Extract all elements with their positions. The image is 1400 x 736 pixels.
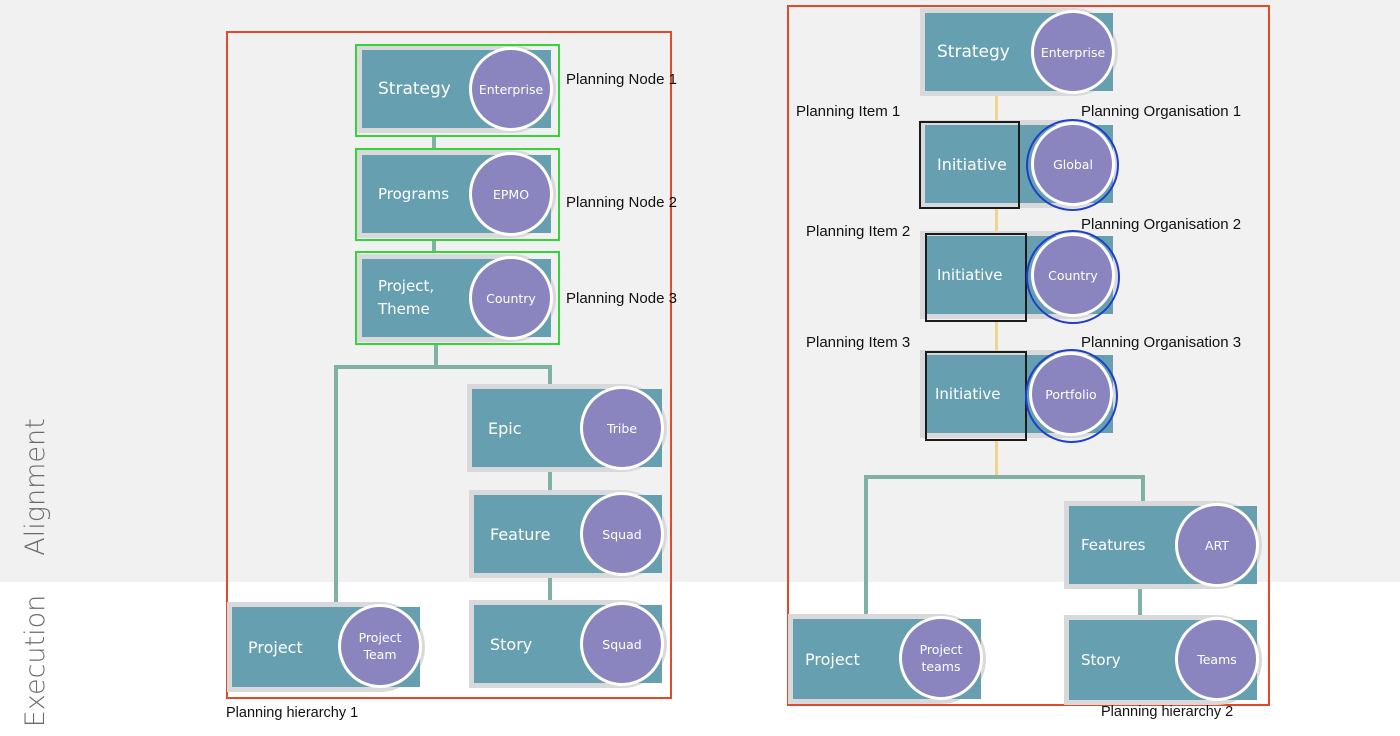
alignment-label: Alignment	[20, 418, 51, 556]
h1-connector	[434, 343, 438, 367]
node-label: Strategy	[937, 41, 1010, 62]
h1-connector	[334, 365, 338, 603]
h2-strategy-node[interactable]: Strategy Enterprise	[920, 8, 1118, 96]
owner-circle: Enterprise	[469, 47, 553, 131]
node-label: Strategy	[378, 78, 451, 99]
hierarchy1-caption: Planning hierarchy 1	[226, 705, 359, 721]
owner-circle: Enterprise	[1031, 10, 1115, 94]
planning-organisation-3-highlight	[1025, 349, 1118, 443]
owner-circle: Tribe	[580, 386, 664, 470]
owner-circle: Country	[469, 256, 553, 340]
node-label: Feature	[490, 524, 551, 544]
h1-project-node[interactable]: Project Project Team	[227, 602, 425, 692]
owner-circle: Teams	[1175, 617, 1259, 701]
planning-node-3-label: Planning Node 3	[566, 290, 677, 307]
h2-connector	[1138, 588, 1142, 616]
h1-connector	[548, 470, 552, 494]
node-label: Project	[805, 649, 860, 669]
planning-item-1-highlight	[919, 121, 1020, 209]
h2-connector	[995, 208, 998, 232]
planning-node-1-highlight	[355, 44, 560, 137]
h1-connector	[432, 136, 436, 150]
execution-label: Execution	[20, 594, 51, 728]
node-label: Project, Theme	[378, 277, 435, 318]
owner-circle: Project teams	[899, 616, 983, 700]
h1-connector	[334, 365, 552, 369]
planning-node-2-label: Planning Node 2	[566, 194, 677, 211]
h1-strategy-node[interactable]: Strategy Enterprise	[357, 45, 556, 133]
planning-item-3-highlight	[925, 351, 1027, 441]
h1-connector	[548, 365, 552, 387]
h2-connector	[864, 475, 1145, 479]
node-label: Initiative	[937, 154, 1007, 174]
planning-organisation-3-label: Planning Organisation 3	[1081, 334, 1242, 351]
planning-organisation-1-highlight	[1026, 119, 1119, 211]
h2-connector	[995, 96, 998, 120]
planning-organisation-2-label: Planning Organisation 2	[1081, 216, 1242, 233]
h1-feature-node[interactable]: Feature Squad	[469, 490, 667, 578]
h2-features-node[interactable]: Features ART	[1064, 501, 1262, 589]
node-label: Epic	[488, 418, 522, 438]
owner-circle: EPMO	[469, 152, 553, 236]
owner-circle: ART	[1175, 503, 1259, 587]
planning-node-3-highlight	[355, 251, 560, 345]
h2-connector	[995, 322, 998, 350]
node-label: Programs	[378, 184, 450, 203]
h1-project-theme-node[interactable]: Project, Theme Country	[357, 254, 556, 342]
hierarchy1-frame	[226, 31, 672, 699]
node-label: Initiative	[937, 265, 1003, 284]
h2-connector	[1141, 475, 1145, 505]
owner-circle: Squad	[580, 602, 664, 686]
planning-item-3-label: Planning Item 3	[806, 334, 911, 351]
node-label: Initiative	[935, 384, 1001, 403]
h1-story-node[interactable]: Story Squad	[469, 600, 667, 688]
h2-project-node[interactable]: Project Project teams	[788, 614, 986, 704]
hierarchy2-caption: Planning hierarchy 2	[1101, 704, 1234, 720]
planning-node-1-label: Planning Node 1	[566, 71, 677, 88]
h1-epic-node[interactable]: Epic Tribe	[467, 384, 667, 472]
h2-story-node[interactable]: Story Teams	[1064, 615, 1262, 705]
planning-item-2-label: Planning Item 2	[806, 223, 911, 240]
owner-circle: Project Team	[338, 604, 422, 688]
node-label: Project	[248, 637, 303, 657]
h1-programs-node[interactable]: Programs EPMO	[357, 150, 556, 238]
h2-connector	[864, 475, 868, 615]
node-label: Features	[1081, 535, 1146, 554]
owner-circle: Squad	[580, 492, 664, 576]
node-label: Story	[490, 634, 533, 654]
planning-item-1-label: Planning Item 1	[796, 103, 901, 120]
h1-connector	[548, 576, 552, 602]
planning-item-2-highlight	[925, 233, 1027, 322]
node-label: Story	[1081, 650, 1121, 669]
alignment-band	[0, 0, 1400, 582]
hierarchy2-frame	[787, 5, 1270, 706]
h2-connector	[995, 440, 998, 475]
planning-node-2-highlight	[355, 148, 560, 241]
planning-organisation-2-highlight	[1026, 230, 1120, 324]
planning-organisation-1-label: Planning Organisation 1	[1081, 103, 1242, 120]
h1-connector	[432, 240, 436, 253]
